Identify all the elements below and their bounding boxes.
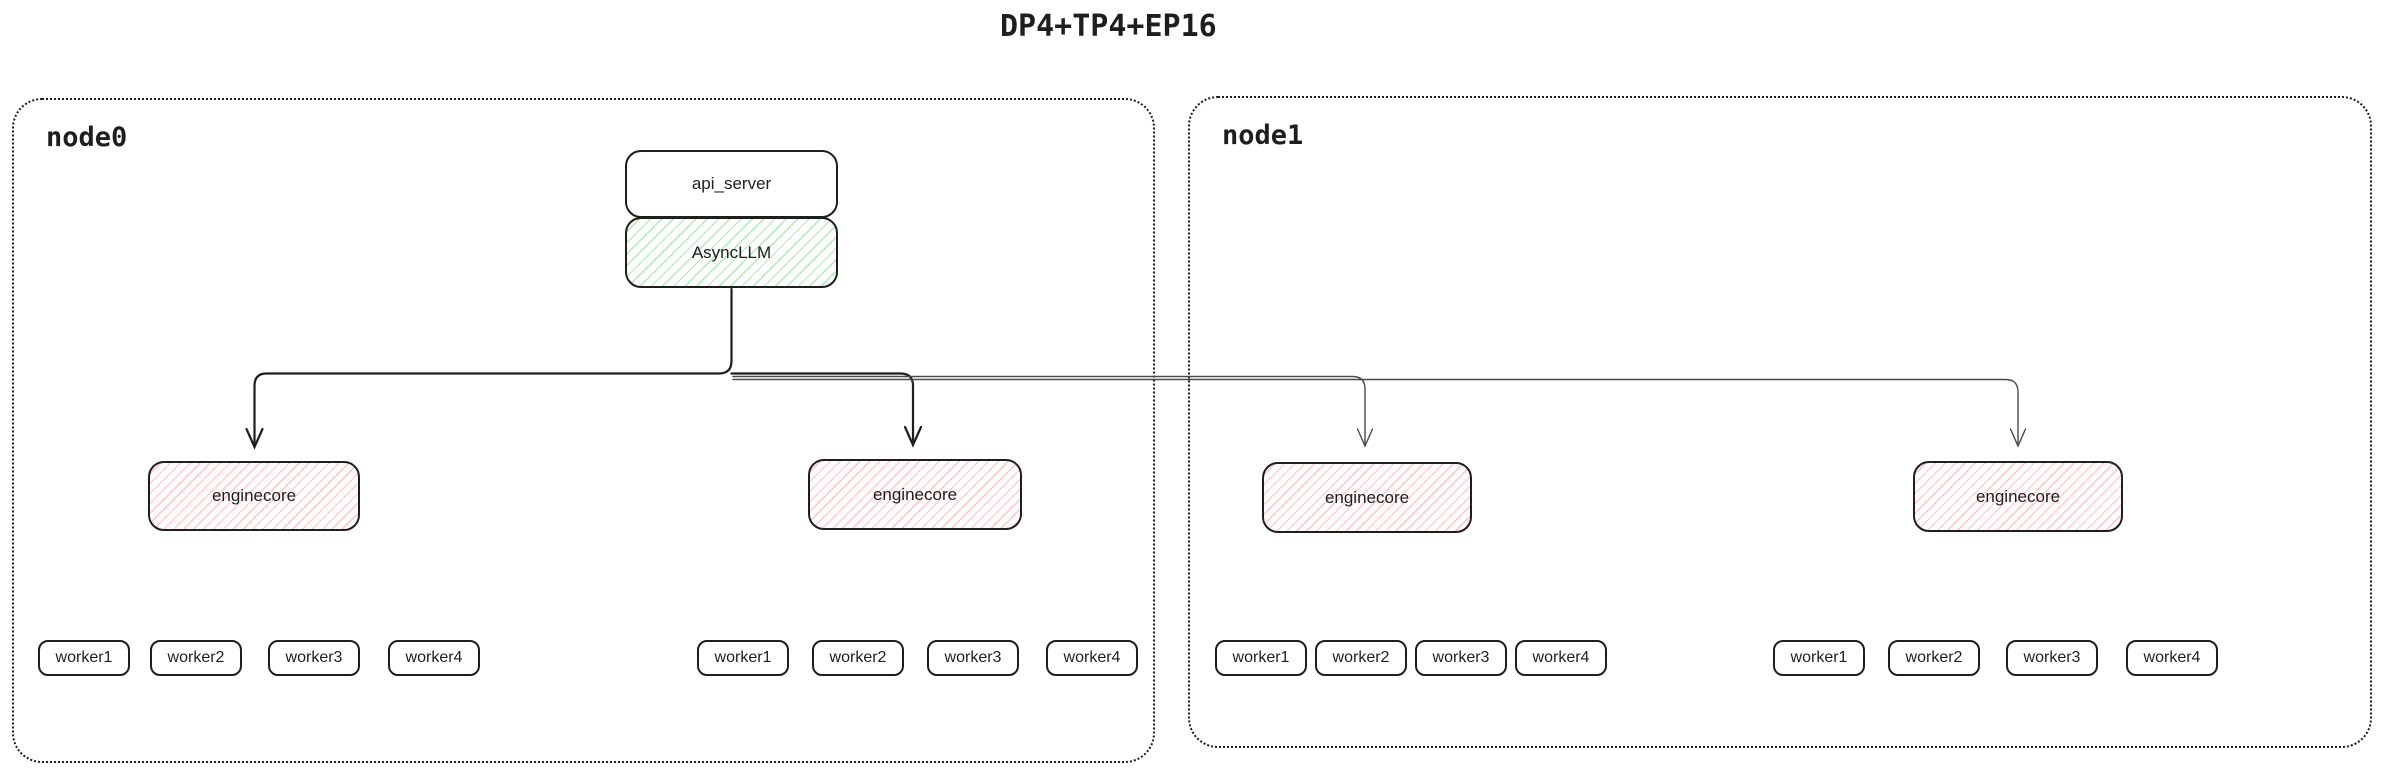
node1-label: node1	[1222, 120, 1304, 151]
node0-group2-worker3: worker3	[927, 640, 1019, 676]
enginecore3-box: enginecore	[1262, 462, 1472, 533]
api-server-box: api_server	[625, 150, 838, 218]
node0-group2-worker2: worker2	[812, 640, 904, 676]
node0-label: node0	[46, 122, 128, 153]
node1-group1-worker3: worker3	[1415, 640, 1507, 676]
node1-group1-worker4: worker4	[1515, 640, 1607, 676]
diagram-title: DP4+TP4+EP16	[1000, 9, 1217, 44]
asyncllm-label: AsyncLLM	[691, 242, 772, 262]
node1-group1-worker1: worker1	[1215, 640, 1307, 676]
node1-group2-worker1: worker1	[1773, 640, 1865, 676]
enginecore1-box: enginecore	[148, 461, 360, 531]
enginecore4-label: enginecore	[1975, 486, 2061, 506]
enginecore2-box: enginecore	[808, 459, 1022, 530]
node0-group2-worker1: worker1	[697, 640, 789, 676]
asyncllm-box: AsyncLLM	[625, 217, 838, 288]
enginecore2-label: enginecore	[872, 484, 958, 504]
node1-group2-worker4: worker4	[2126, 640, 2218, 676]
enginecore1-label: enginecore	[211, 486, 297, 505]
node0-group1-worker1: worker1	[38, 640, 130, 676]
node1-group1-worker2: worker2	[1315, 640, 1407, 676]
node1-group2-worker2: worker2	[1888, 640, 1980, 676]
api-server-label: api_server	[691, 174, 772, 193]
node0-group2-worker4: worker4	[1046, 640, 1138, 676]
node1-group2-worker3: worker3	[2006, 640, 2098, 676]
node0-group1-worker2: worker2	[150, 640, 242, 676]
enginecore4-box: enginecore	[1913, 461, 2123, 532]
node0-group1-worker4: worker4	[388, 640, 480, 676]
enginecore3-label: enginecore	[1324, 487, 1410, 507]
node0-group1-worker3: worker3	[268, 640, 360, 676]
